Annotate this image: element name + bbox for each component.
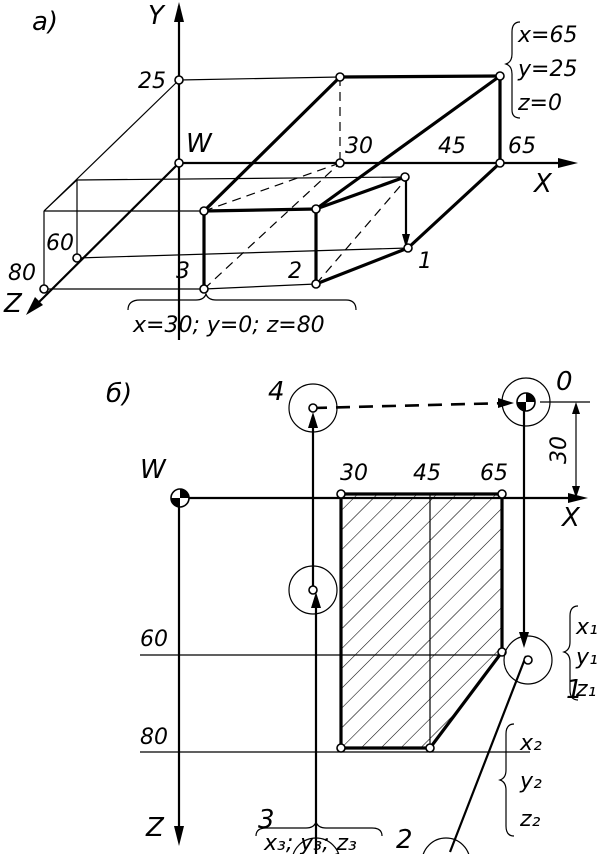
point-2-a: 2 — [288, 259, 302, 284]
origin-w-b: W — [140, 455, 167, 485]
dim-80-a: 80 — [8, 261, 36, 286]
x-axis-label: X — [532, 169, 553, 199]
box-edges-thin — [43, 76, 409, 290]
dim-25: 25 — [138, 69, 166, 94]
coord-brace-3 — [255, 820, 383, 837]
coord-y1: y₁ — [575, 645, 598, 670]
z-axis-arrow-b — [174, 826, 184, 846]
y-axis-arrow — [174, 2, 184, 22]
part-outline-b — [339, 492, 504, 750]
point-2-b: 2 — [396, 825, 413, 854]
dim-45-b: 45 — [413, 461, 441, 486]
z-axis-label: Z — [3, 289, 23, 319]
z-axis-label-b: Z — [145, 813, 165, 843]
coord-bottom-a: x=30; y=0; z=80 — [132, 313, 325, 338]
z-axis — [29, 162, 180, 312]
tool-path — [308, 398, 529, 854]
offset-30: 30 — [547, 436, 572, 464]
top-view: б) X Z W 60 80 30 45 65 — [106, 367, 598, 854]
edge-arrow-head — [402, 234, 410, 248]
coord-brace-bottom-a — [127, 292, 357, 311]
dim-60-b: 60 — [140, 627, 168, 652]
point-3-a: 3 — [176, 259, 190, 284]
coord-y-a: y=25 — [517, 57, 577, 82]
dim-45-a: 45 — [438, 134, 466, 159]
coord-x2: x₂ — [519, 731, 542, 756]
dim-80-b: 80 — [140, 725, 168, 750]
isometric-view: а) Y X Z — [3, 1, 578, 340]
dim-60-a: 60 — [46, 231, 74, 256]
dim-30-a: 30 — [345, 134, 373, 159]
coord-z2: z₂ — [519, 807, 541, 832]
z-axis-arrow — [26, 297, 43, 315]
dim-65-a: 65 — [508, 134, 536, 159]
dim-65-b: 65 — [480, 461, 508, 486]
panel-label-b: б) — [106, 379, 132, 409]
coord-x-a: x=65 — [517, 23, 577, 48]
x-axis-arrow-b — [568, 493, 588, 503]
dim-30-b: 30 — [340, 461, 368, 486]
coord-z1: z₁ — [575, 677, 596, 702]
panel-label-a: а) — [32, 7, 58, 37]
point-1-a: 1 — [418, 249, 432, 274]
coord-brace-a — [504, 21, 521, 119]
origin-w-a: W — [186, 129, 213, 159]
coord-brace-2 — [498, 723, 515, 837]
coord-brace-1 — [562, 605, 579, 701]
y-axis-label: Y — [148, 1, 166, 31]
part-outline-thick — [202, 74, 502, 289]
point-4-b: 4 — [268, 377, 285, 407]
hatched-part — [341, 494, 502, 748]
coord-y2: y₂ — [519, 769, 542, 794]
point-0-b: 0 — [556, 367, 573, 397]
coord-x1: x₁ — [575, 615, 598, 640]
x-axis-label-b: X — [560, 503, 581, 533]
coords-3: x₃; y₃; z₃ — [263, 831, 357, 854]
x-axis-arrow — [558, 158, 578, 168]
coord-z-a: z=0 — [517, 91, 562, 116]
isometric-points — [39, 71, 505, 294]
